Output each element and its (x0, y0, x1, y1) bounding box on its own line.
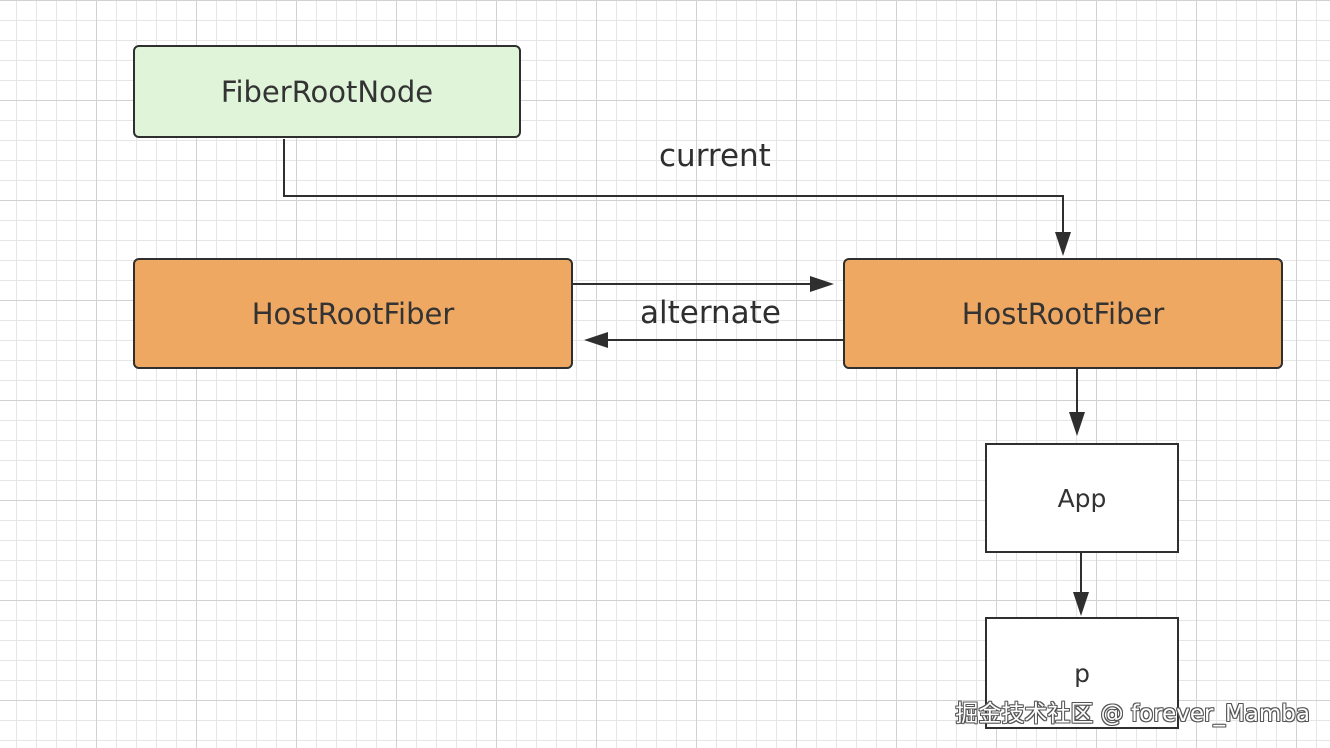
watermark: 掘金技术社区 @ forever_Mamba (955, 701, 1310, 727)
host-root-fiber-left[interactable]: HostRootFiber (133, 258, 573, 369)
fiber-root-node-label: FiberRootNode (220, 74, 434, 109)
p-node-label: p (1074, 658, 1090, 688)
p-node[interactable]: p (985, 617, 1179, 729)
host-root-fiber-right[interactable]: HostRootFiber (843, 258, 1283, 369)
host-root-fiber-left-label: HostRootFiber (251, 296, 455, 331)
host-root-fiber-right-label: HostRootFiber (961, 296, 1165, 331)
alternate-back-arrowhead (584, 332, 608, 348)
child-p-arrowhead (1073, 592, 1089, 616)
fiber-root-node[interactable]: FiberRootNode (133, 45, 521, 138)
child-app-arrowhead (1069, 412, 1085, 436)
app-node[interactable]: App (985, 443, 1179, 553)
current-edge (283, 139, 1064, 248)
alternate-forward-arrowhead (810, 276, 834, 292)
alternate-edge-label: alternate (640, 295, 781, 331)
current-edge-label: current (659, 138, 771, 174)
app-node-label: App (1057, 483, 1107, 513)
current-arrowhead (1055, 232, 1071, 256)
